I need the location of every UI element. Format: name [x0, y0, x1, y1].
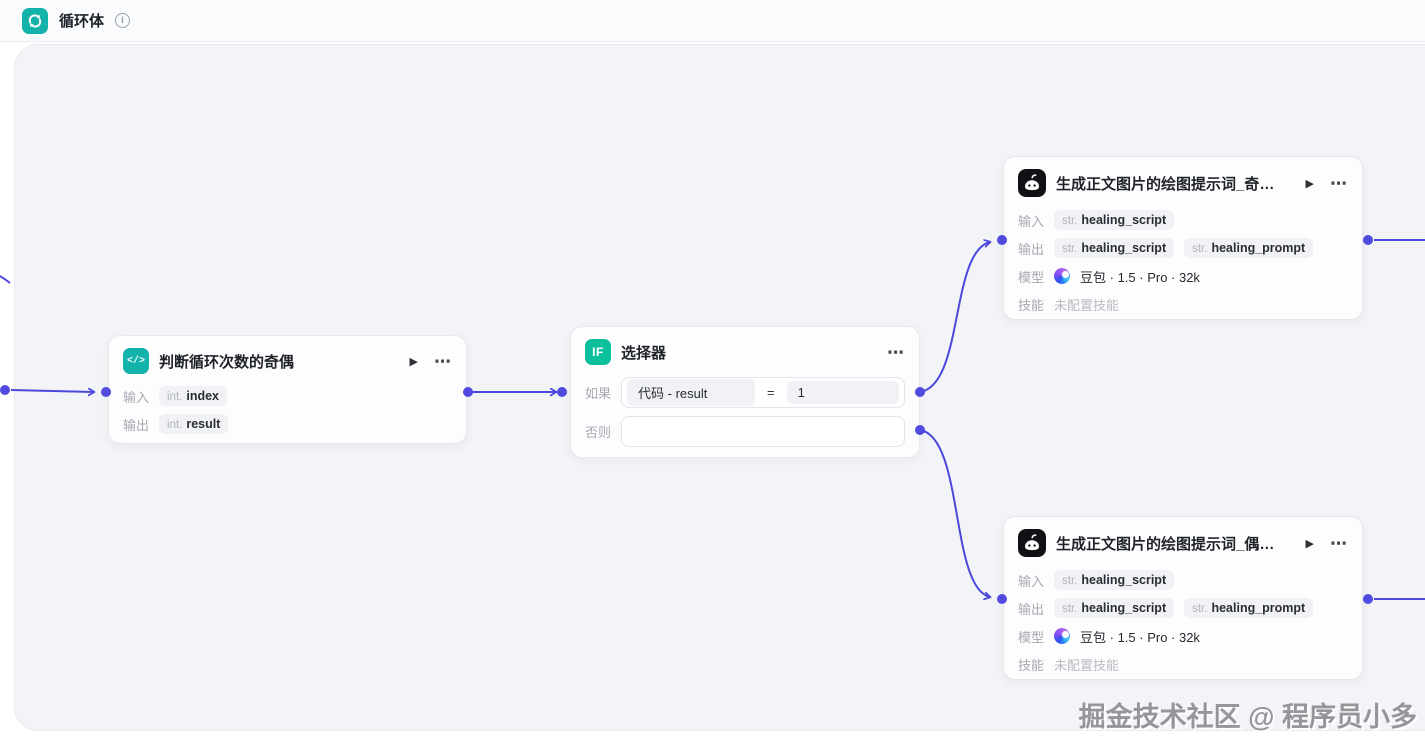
selector-if-row: 如果 代码 - result = 1 — [585, 377, 905, 408]
code-output-row: 输出 int. result — [123, 414, 452, 434]
doubao-model-icon — [1054, 628, 1071, 644]
variable-tag[interactable]: str. healing_script — [1054, 598, 1175, 618]
variable-tag[interactable]: str. healing_script — [1054, 210, 1175, 230]
variable-tag[interactable]: str. healing_prompt — [1184, 238, 1314, 258]
tag-type: int. — [167, 391, 183, 403]
skill-label: 技能 — [1018, 657, 1045, 673]
loop-icon — [22, 7, 48, 34]
tag-type: str. — [1062, 215, 1078, 227]
node-llm-odd-title: 生成正文图片的绘图提示词_奇… — [1056, 175, 1275, 193]
tag-name: index — [186, 389, 220, 403]
condition-operator[interactable]: = — [767, 385, 775, 400]
skill-label: 技能 — [1018, 297, 1045, 313]
node-selector-header: IF 选择器 ⋯ — [571, 327, 919, 373]
condition-box[interactable]: 代码 - result = 1 — [621, 377, 905, 408]
more-icon[interactable]: ⋯ — [1330, 173, 1348, 193]
input-label: 输入 — [1018, 213, 1045, 229]
tag-name: healing_script — [1081, 573, 1167, 587]
tag-name: healing_script — [1081, 213, 1167, 227]
node-code-header: </> 判断循环次数的奇偶 ▶ ⋯ — [109, 336, 466, 382]
llm-skill-row: 技能 未配置技能 — [1018, 294, 1348, 314]
if-icon: IF — [585, 339, 611, 365]
input-label: 输入 — [1018, 573, 1045, 589]
code-icon: </> — [123, 348, 149, 374]
output-label: 输出 — [1018, 601, 1045, 617]
node-llm-even[interactable]: 生成正文图片的绘图提示词_偶… ▶ ⋯ 输入 str. healing_scri… — [1003, 516, 1363, 680]
llm-skill-row: 技能 未配置技能 — [1018, 654, 1348, 674]
play-icon[interactable]: ▶ — [409, 355, 418, 368]
tag-type: str. — [1192, 243, 1208, 255]
output-label: 输出 — [1018, 241, 1045, 257]
tag-name: healing_script — [1081, 241, 1167, 255]
condition-right-operand[interactable]: 1 — [786, 381, 899, 404]
loop-body-header: 循环体 i — [0, 0, 1425, 42]
variable-tag[interactable]: int. result — [159, 414, 229, 434]
tag-name: healing_prompt — [1211, 601, 1306, 615]
model-label: 模型 — [1018, 269, 1045, 285]
tag-name: result — [186, 417, 221, 431]
node-selector[interactable]: IF 选择器 ⋯ 如果 代码 - result = 1 否则 — [570, 326, 920, 458]
else-box[interactable] — [621, 416, 905, 447]
llm-model-row: 模型 豆包 · 1.5 · Pro · 32k — [1018, 626, 1348, 646]
variable-tag[interactable]: int. index — [159, 386, 228, 406]
output-label: 输出 — [123, 417, 150, 433]
tag-name: healing_script — [1081, 601, 1167, 615]
doubao-llm-icon — [1018, 529, 1046, 557]
node-llm-even-header: 生成正文图片的绘图提示词_偶… ▶ ⋯ — [1004, 517, 1362, 566]
play-icon[interactable]: ▶ — [1305, 177, 1314, 190]
tag-type: str. — [1192, 603, 1208, 615]
node-selector-title: 选择器 — [621, 344, 667, 362]
model-name: 豆包 · 1.5 · Pro · 32k — [1080, 269, 1200, 285]
more-icon[interactable]: ⋯ — [1330, 533, 1348, 553]
llm-model-row: 模型 豆包 · 1.5 · Pro · 32k — [1018, 266, 1348, 286]
llm-input-row: 输入 str. healing_script — [1018, 570, 1348, 590]
selector-else-row: 否则 — [585, 416, 905, 447]
doubao-llm-icon-glyph — [1025, 174, 1039, 191]
node-llm-odd-header: 生成正文图片的绘图提示词_奇… ▶ ⋯ — [1004, 157, 1362, 206]
loop-icon-glyph — [28, 13, 42, 28]
input-label: 输入 — [123, 389, 150, 405]
edge-offscreen-fragment[interactable] — [0, 274, 11, 284]
port-loop-input[interactable] — [0, 385, 10, 395]
more-icon[interactable]: ⋯ — [434, 351, 452, 371]
doubao-model-icon — [1054, 268, 1071, 284]
tag-name: healing_prompt — [1211, 241, 1306, 255]
condition-left-operand[interactable]: 代码 - result — [627, 379, 756, 406]
if-label: 如果 — [585, 386, 612, 401]
variable-tag[interactable]: str. healing_script — [1054, 570, 1175, 590]
model-name: 豆包 · 1.5 · Pro · 32k — [1080, 629, 1200, 645]
info-icon[interactable]: i — [115, 13, 131, 28]
else-label: 否则 — [585, 425, 612, 440]
skill-status: 未配置技能 — [1054, 297, 1120, 313]
llm-input-row: 输入 str. healing_script — [1018, 210, 1348, 230]
node-llm-odd[interactable]: 生成正文图片的绘图提示词_奇… ▶ ⋯ 输入 str. healing_scri… — [1003, 156, 1363, 320]
node-code[interactable]: </> 判断循环次数的奇偶 ▶ ⋯ 输入 int. index 输出 int. … — [108, 335, 467, 444]
llm-output-row: 输出 str. healing_script str. healing_prom… — [1018, 598, 1348, 618]
llm-output-row: 输出 str. healing_script str. healing_prom… — [1018, 238, 1348, 258]
tag-type: int. — [167, 419, 183, 431]
skill-status: 未配置技能 — [1054, 657, 1120, 673]
tag-type: str. — [1062, 603, 1078, 615]
doubao-llm-icon — [1018, 169, 1046, 197]
tag-type: str. — [1062, 243, 1078, 255]
code-input-row: 输入 int. index — [123, 386, 452, 406]
more-icon[interactable]: ⋯ — [887, 342, 905, 362]
watermark: 掘金技术社区 @ 程序员小多 — [1078, 702, 1417, 732]
tag-type: str. — [1062, 575, 1078, 587]
node-code-title: 判断循环次数的奇偶 — [159, 353, 295, 371]
variable-tag[interactable]: str. healing_prompt — [1184, 598, 1314, 618]
play-icon[interactable]: ▶ — [1305, 537, 1314, 550]
node-llm-even-title: 生成正文图片的绘图提示词_偶… — [1056, 535, 1275, 553]
variable-tag[interactable]: str. healing_script — [1054, 238, 1175, 258]
model-label: 模型 — [1018, 629, 1045, 645]
doubao-llm-icon-glyph — [1025, 534, 1039, 551]
page-title: 循环体 — [59, 13, 105, 30]
